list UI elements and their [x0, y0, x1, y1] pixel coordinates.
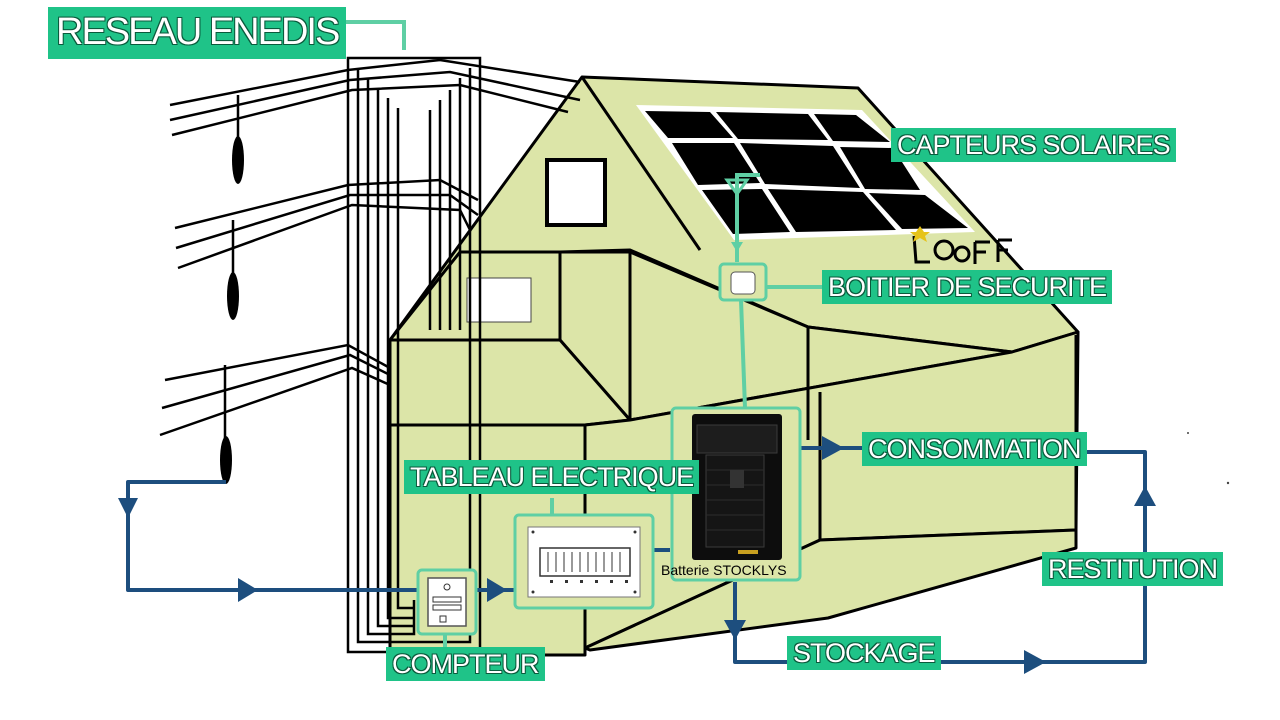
arrow-right-storage	[1024, 650, 1046, 674]
safety-box	[718, 262, 768, 302]
company-logo	[910, 226, 1012, 264]
label-safety-box: BOITIER DE SECURITE	[822, 270, 1113, 304]
solar-panel-array	[636, 105, 975, 240]
window-dormer	[545, 158, 607, 227]
arrow-right-consumption	[822, 436, 844, 460]
arrow-in-panels	[724, 178, 750, 197]
solar-cell	[645, 111, 733, 138]
label-battery: Batterie STOCKLYS	[661, 562, 787, 578]
label-connectors	[318, 20, 825, 647]
solar-cell	[768, 189, 896, 232]
label-grid: RESEAU ENEDIS	[48, 7, 347, 59]
electricity-meter	[416, 568, 478, 636]
flow-arrows	[118, 436, 1156, 674]
arrow-down-panels	[731, 242, 743, 252]
label-solar-panels: CAPTEURS SOLAIRES	[891, 128, 1176, 162]
electrical-panel-board	[513, 513, 655, 610]
pylon-insulators	[220, 136, 244, 484]
label-meter: COMPTEUR	[386, 647, 545, 681]
solar-cell	[869, 193, 968, 229]
arrow-down-grid	[118, 498, 138, 518]
arrow-down-storage	[724, 620, 746, 640]
label-restitution: RESTITUTION	[1042, 552, 1223, 586]
label-electrical-panel: TABLEAU ELECTRIQUE	[404, 460, 700, 494]
window-side	[466, 277, 532, 323]
label-consumption: CONSOMMATION	[862, 432, 1087, 466]
solar-cell	[814, 114, 890, 142]
solar-cell	[840, 147, 920, 190]
solar-cell	[716, 112, 828, 140]
arrow-right-meter	[487, 578, 507, 602]
label-storage: STOCKAGE	[787, 636, 941, 670]
battery-cabinet	[670, 406, 802, 582]
solar-cell	[702, 189, 790, 234]
arrow-right-grid	[238, 578, 258, 602]
arrow-up-restitution	[1134, 486, 1156, 506]
solar-cell	[740, 143, 860, 188]
